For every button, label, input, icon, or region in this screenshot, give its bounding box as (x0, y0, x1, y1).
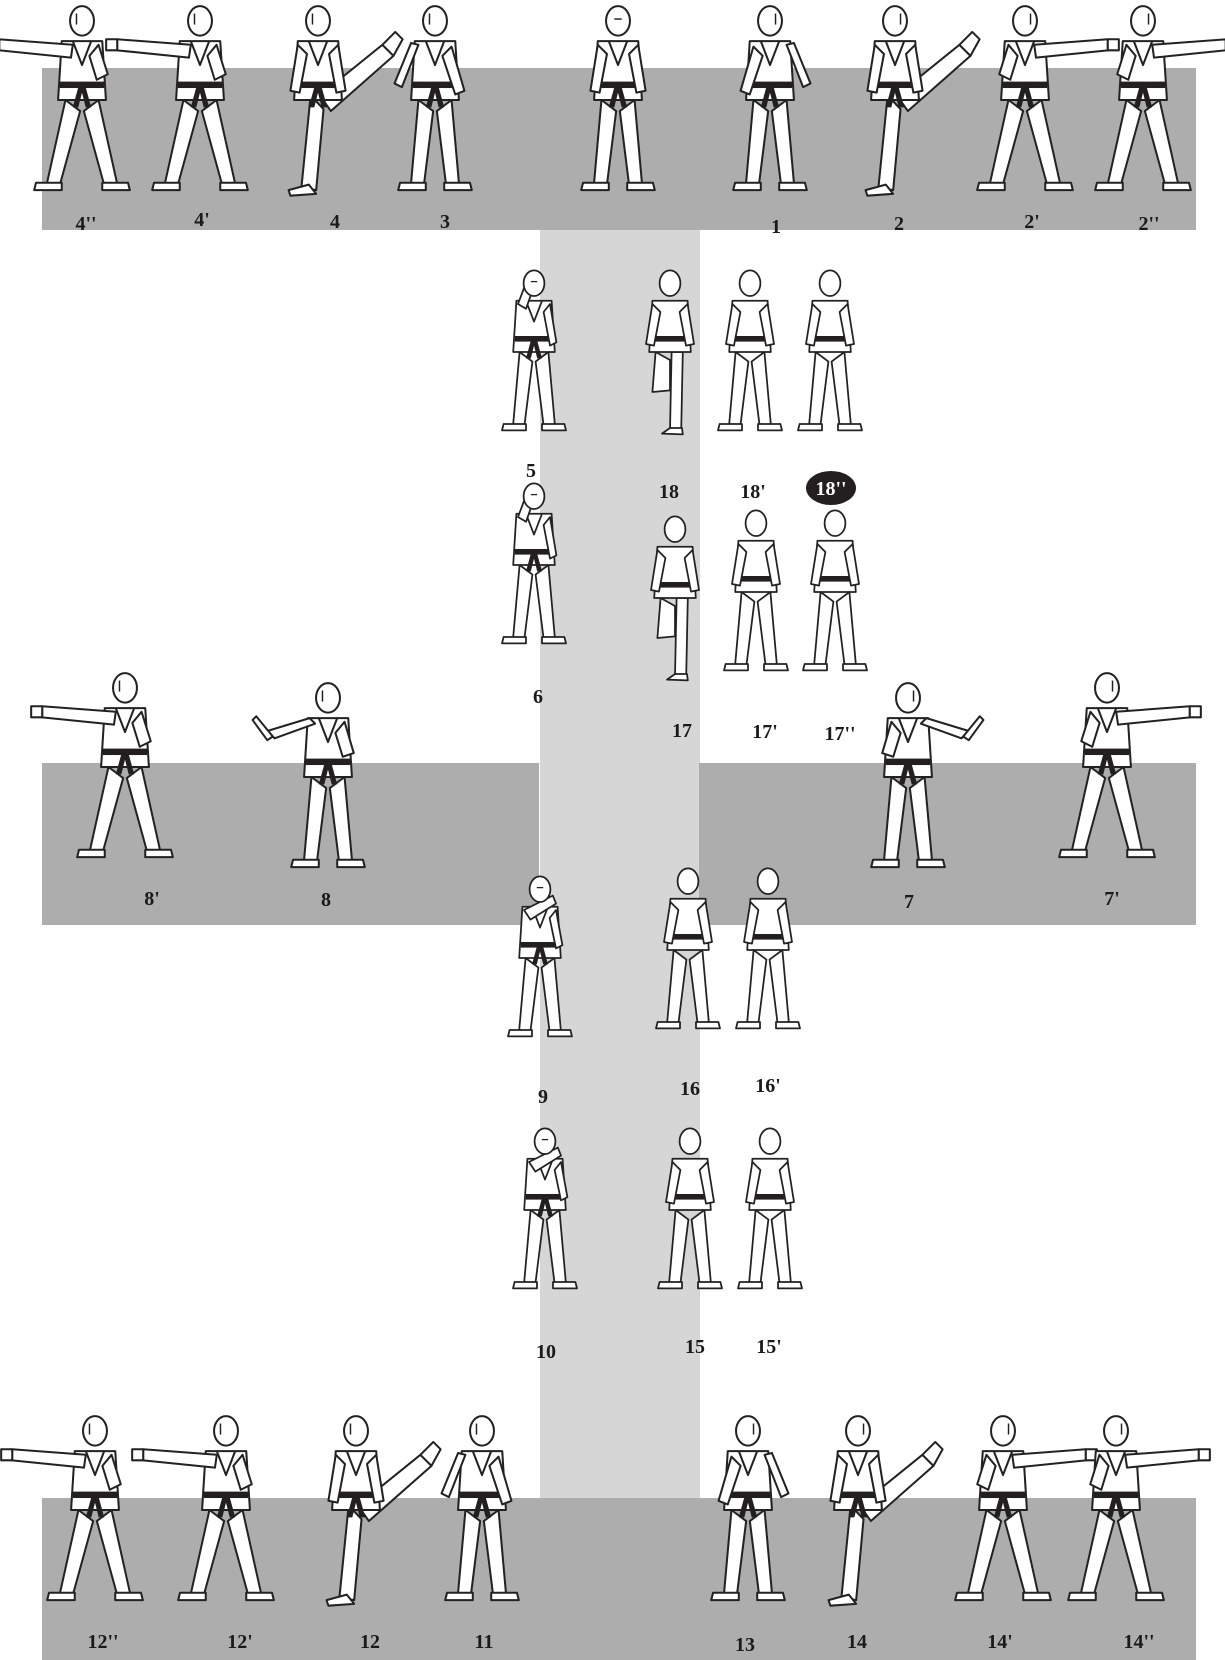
step-label: 4'' (75, 213, 96, 235)
step-label: 17 (672, 720, 692, 742)
step-label: 7' (1104, 888, 1120, 910)
step-label: 8' (144, 888, 160, 910)
figure-step-18p (718, 270, 782, 430)
step-label: 6 (533, 686, 543, 708)
step-label: 7 (904, 891, 914, 913)
step-label: 2 (894, 213, 904, 235)
step-label: 4 (330, 211, 340, 233)
figure-step-18pp (798, 270, 862, 430)
step-label: 13 (735, 1634, 755, 1656)
step-label: 11 (475, 1631, 494, 1653)
step-label: 14' (987, 1631, 1013, 1653)
figure-step-17p (724, 510, 788, 670)
step-label: 16' (755, 1075, 781, 1097)
step-label: 18' (740, 481, 766, 503)
step-label: 12' (227, 1631, 253, 1653)
step-label: 16 (680, 1078, 700, 1100)
step-label: 10 (536, 1341, 556, 1363)
step-label: 5 (526, 460, 536, 482)
figure-step-15p (738, 1128, 802, 1288)
step-label: 18 (659, 481, 679, 503)
step-label: 17' (752, 721, 778, 743)
step-label: 2' (1024, 211, 1040, 233)
step-label: 12 (360, 1631, 380, 1653)
step-label: 15' (756, 1336, 782, 1358)
step-label: 8 (321, 889, 331, 911)
step-label: 14'' (1123, 1631, 1154, 1653)
background-floor (42, 68, 1196, 1660)
step-label: 9 (538, 1086, 548, 1108)
step-label: 14 (847, 1631, 867, 1653)
step-label: 12'' (87, 1631, 118, 1653)
step-label: 2'' (1138, 213, 1159, 235)
step-label: 18'' (815, 478, 846, 500)
figure-step-17pp (803, 510, 867, 670)
step-label: 1 (771, 216, 781, 238)
step-label: 15 (685, 1336, 705, 1358)
step-label: 17'' (824, 723, 855, 745)
step-label: 3 (440, 211, 450, 233)
step-label: 4' (194, 209, 210, 231)
